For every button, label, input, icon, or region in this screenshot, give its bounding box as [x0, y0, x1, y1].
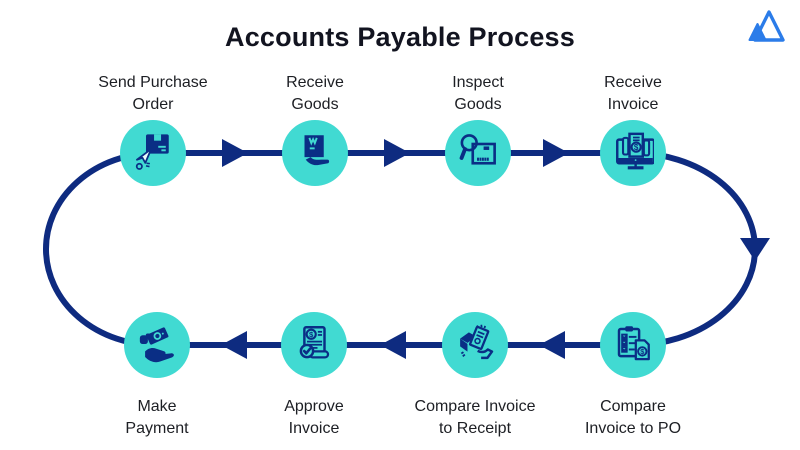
hand-payment-icon [136, 322, 178, 369]
arrow-left-icon [380, 331, 406, 359]
arrow-left-icon [539, 331, 565, 359]
step-circle-compare-invoice-to-receipt [442, 312, 508, 378]
svg-text:$: $ [309, 330, 314, 339]
arrow-right-icon [384, 139, 410, 167]
step-label-compare-invoice-to-receipt: Compare Invoice to Receipt [414, 398, 536, 437]
right-loop-arc [632, 150, 758, 348]
box-in-hand-icon [294, 130, 336, 177]
scroll-approved-icon: $ [293, 322, 335, 369]
step-circle-receive-invoice: $ [600, 120, 666, 186]
receipt-in-hand-icon [454, 322, 496, 369]
step-label-receive-goods: Receive Goods [286, 74, 344, 113]
left-loop-arc [43, 150, 158, 349]
svg-text:$: $ [640, 347, 644, 356]
arrow-right-icon [222, 139, 248, 167]
monitor-invoice-icon: $ [612, 130, 656, 177]
arrow-right-icon [543, 139, 569, 167]
magnifier-box-icon [457, 130, 499, 177]
step-circle-inspect-goods [445, 120, 511, 186]
svg-text:$: $ [634, 142, 639, 151]
step-circle-approve-invoice: $ [281, 312, 347, 378]
step-circle-compare-invoice-to-po: $ [600, 312, 666, 378]
step-circle-receive-goods [282, 120, 348, 186]
arrow-left-icon [221, 331, 247, 359]
step-label-send-purchase-order: Send Purchase Order [98, 74, 208, 113]
step-circle-make-payment [124, 312, 190, 378]
step-circle-send-purchase-order [120, 120, 186, 186]
page-title: Accounts Payable Process [225, 22, 575, 52]
step-label-compare-invoice-to-po: Compare Invoice to PO [584, 398, 682, 437]
arrow-down-icon [740, 238, 770, 261]
step-label-receive-invoice: Receive Invoice [604, 74, 662, 113]
mountain-logo-icon [744, 7, 788, 47]
step-label-make-payment: Make Payment [125, 398, 189, 437]
step-label-approve-invoice: Approve Invoice [284, 398, 344, 437]
clipboard-check-doc-icon: $ [612, 322, 654, 369]
package-send-icon [132, 130, 174, 177]
step-label-inspect-goods: Inspect Goods [452, 74, 504, 113]
